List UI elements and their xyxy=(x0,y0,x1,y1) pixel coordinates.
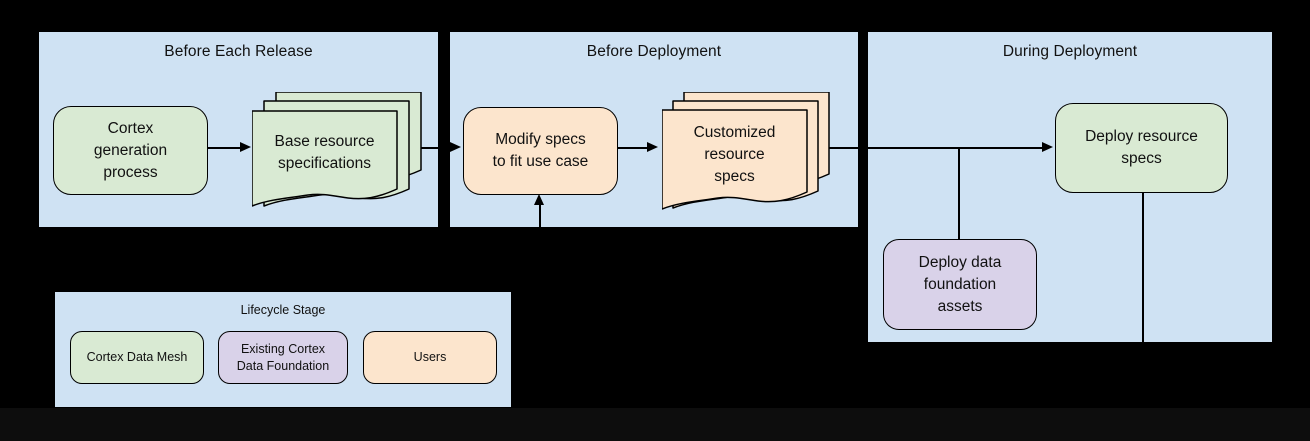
arrowhead-icon xyxy=(534,194,544,205)
edge-deploy-down xyxy=(1142,193,1144,342)
edge-cortex-to-base xyxy=(208,147,242,149)
arrowhead-icon xyxy=(240,142,251,152)
node-deploy-resource-specs: Deploy resource specs xyxy=(1055,103,1228,193)
legend-item-users: Users xyxy=(363,331,497,384)
arrowhead-icon xyxy=(450,142,461,152)
arrowhead-icon xyxy=(1042,142,1053,152)
panel-title: Before Each Release xyxy=(164,43,313,60)
base-specs-document-stack-icon xyxy=(252,92,422,207)
panel-title: During Deployment xyxy=(1002,43,1138,60)
legend-item-existing-cortex-data-foundation: Existing Cortex Data Foundation xyxy=(218,331,348,384)
edge-modify-to-custom xyxy=(618,147,649,149)
arrowhead-icon xyxy=(647,142,658,152)
node-cortex-generation-process: Cortex generation process xyxy=(53,106,208,195)
customized-specs-document-stack-icon xyxy=(662,92,830,210)
bottom-band xyxy=(0,408,1310,441)
edge-base-to-modify xyxy=(414,147,451,149)
node-deploy-data-foundation-assets: Deploy data foundation assets xyxy=(883,239,1037,330)
edge-branch-to-foundation xyxy=(958,148,960,239)
edge-users-to-modify xyxy=(539,204,541,227)
node-customized-resource-specs: Customized resource specs xyxy=(693,124,776,185)
edge-custom-to-deploy xyxy=(829,147,1043,149)
panel-title: Before Deployment xyxy=(586,43,722,60)
legend-item-cortex-data-mesh: Cortex Data Mesh xyxy=(70,331,204,384)
node-modify-specs-to-fit-use-case: Modify specs to fit use case xyxy=(463,107,618,195)
legend-title: Lifecycle Stage xyxy=(240,303,326,317)
node-base-resource-specifications: Base resource specifications xyxy=(274,133,375,172)
